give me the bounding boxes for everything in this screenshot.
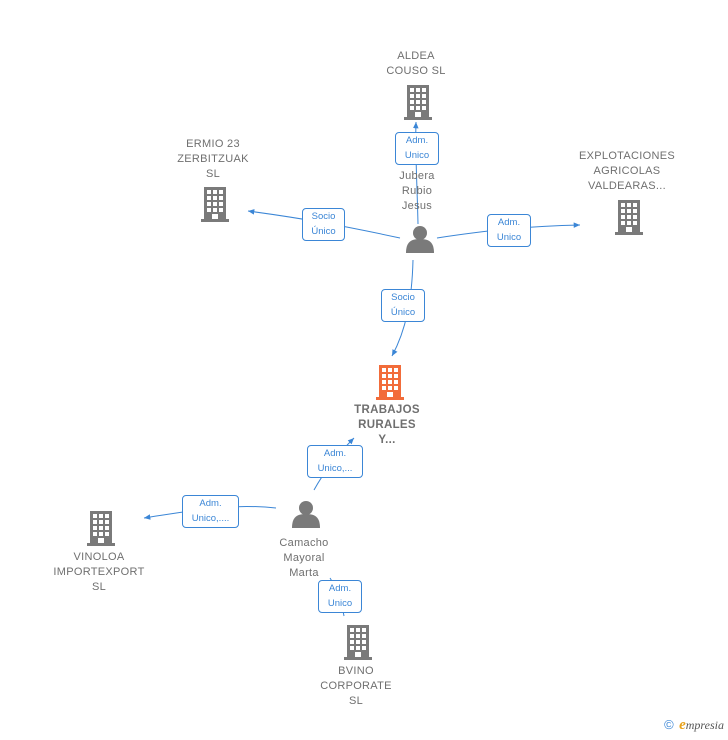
node-label-aldea[interactable]: ALDEA COUSO SL	[386, 50, 446, 77]
relation-badge[interactable]: Socio Único	[302, 208, 345, 241]
building-icon	[87, 511, 115, 546]
relation-badge[interactable]: Socio Único	[381, 289, 425, 322]
node-label-ermio[interactable]: ERMIO 23 ZERBITZUAK SL	[177, 138, 249, 180]
copyright-symbol: ©	[664, 717, 674, 732]
node-label-vinoloa[interactable]: VINOLOA IMPORTEXPORT SL	[53, 551, 145, 593]
relation-badge[interactable]: Adm. Unico	[487, 214, 531, 247]
building-icon	[376, 365, 404, 400]
person-icon	[292, 501, 320, 528]
relation-badge[interactable]: Adm. Unico,....	[182, 495, 239, 528]
relation-badge[interactable]: Adm. Unico,...	[307, 445, 363, 478]
node-label-jubera[interactable]: Jubera Rubio Jesus	[399, 170, 435, 212]
building-icon	[615, 200, 643, 235]
building-icon	[344, 625, 372, 660]
person-icon	[406, 226, 434, 253]
relation-badge[interactable]: Adm. Unico	[395, 132, 439, 165]
node-label-bvino[interactable]: BVINO CORPORATE SL	[320, 665, 392, 707]
relation-badge[interactable]: Adm. Unico	[318, 580, 362, 613]
brand-watermark: © empresia	[664, 717, 724, 734]
building-icon	[201, 187, 229, 222]
edge-jubera-aldea	[412, 121, 419, 225]
node-label-trabajos[interactable]: TRABAJOS RURALES Y...	[354, 404, 420, 446]
node-label-camacho[interactable]: Camacho Mayoral Marta	[279, 537, 329, 579]
brand-logo: empresia	[679, 717, 724, 733]
building-icon	[404, 85, 432, 120]
node-label-explotaciones[interactable]: EXPLOTACIONES AGRICOLAS VALDEARAS...	[579, 150, 675, 192]
